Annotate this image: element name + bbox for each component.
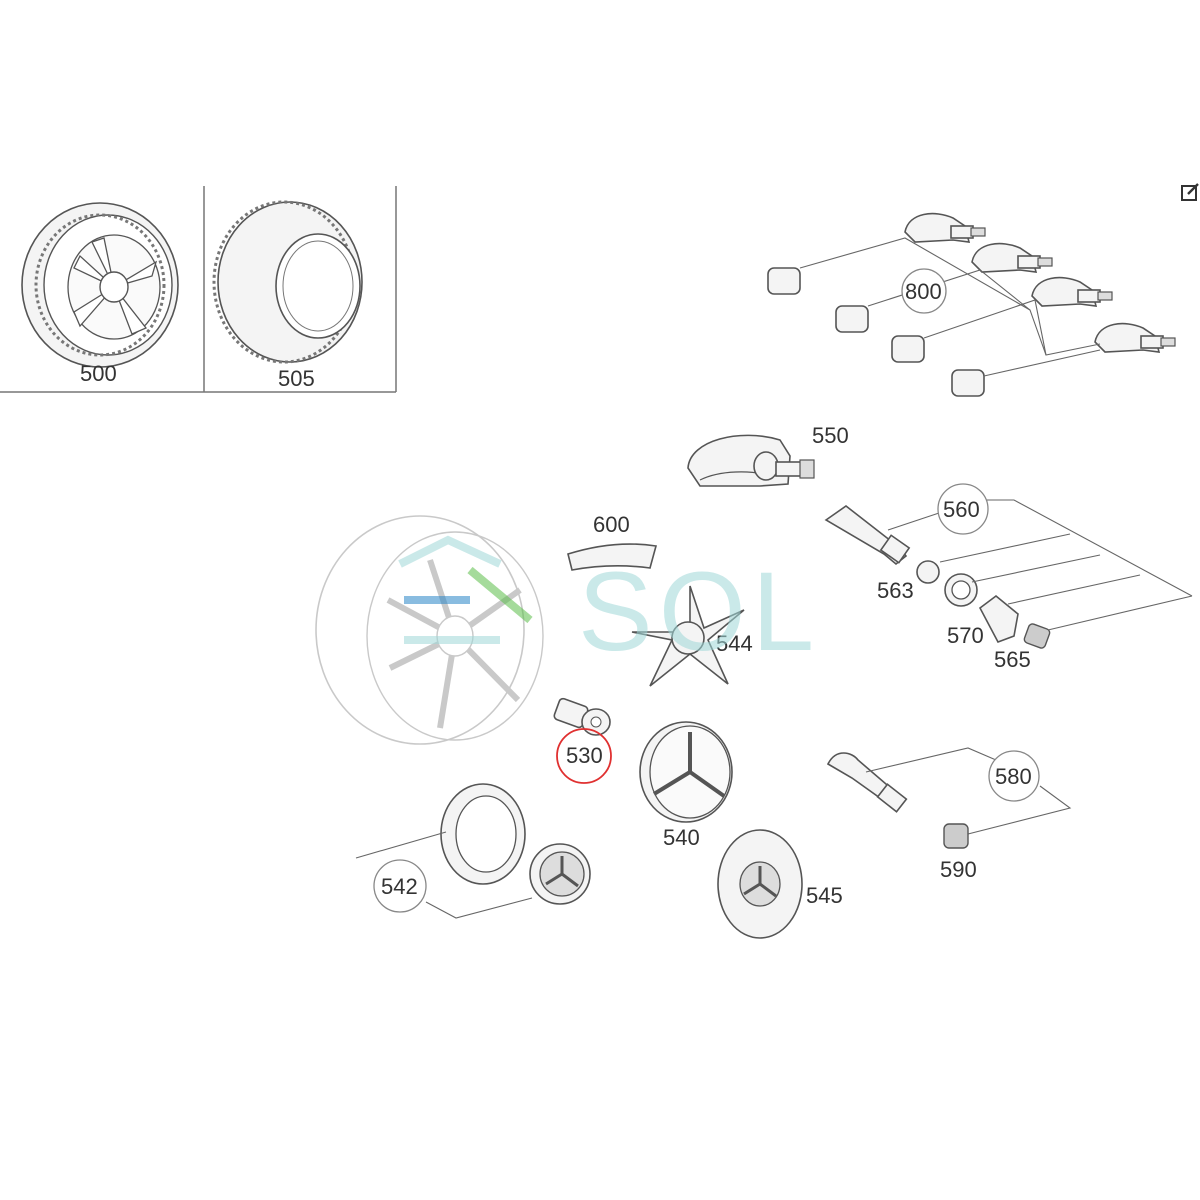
- bolt-530[interactable]: [553, 697, 612, 784]
- tpms-sensor-550[interactable]: [687, 434, 815, 487]
- valve-group-560[interactable]: [824, 483, 1193, 649]
- part-label-800: 800: [905, 279, 942, 304]
- valve-580[interactable]: [826, 747, 1072, 835]
- cap-set-542[interactable]: [355, 783, 591, 919]
- wheel-panel: [0, 186, 397, 393]
- highlight-circle: [556, 728, 612, 784]
- part-label-545: 545: [806, 883, 843, 908]
- part-label-500: 500: [80, 361, 117, 386]
- valve-cap-590[interactable]: [943, 823, 969, 849]
- part-label-580: 580: [995, 764, 1032, 789]
- hub-cap-540[interactable]: [639, 721, 733, 823]
- cap-disc-545[interactable]: [717, 829, 803, 939]
- part-label-565: 565: [994, 647, 1031, 672]
- tpms-kit-800[interactable]: [767, 212, 1176, 397]
- part-label-600: 600: [593, 512, 630, 537]
- part-label-563: 563: [877, 578, 914, 603]
- part-label-505: 505: [278, 366, 315, 391]
- part-label-540: 540: [663, 825, 700, 850]
- part-label-570: 570: [947, 623, 984, 648]
- complete-wheel-500[interactable]: [21, 202, 179, 368]
- balance-weight-600[interactable]: [567, 543, 658, 571]
- external-link-icon[interactable]: [1181, 183, 1199, 201]
- part-label-590: 590: [940, 857, 977, 882]
- star-insert-544[interactable]: [631, 585, 745, 687]
- part-label-530: 530: [566, 743, 603, 768]
- watermark-text: SOL: [578, 549, 820, 674]
- tire-505[interactable]: [212, 200, 363, 364]
- part-label-542: 542: [381, 874, 418, 899]
- part-label-560: 560: [943, 497, 980, 522]
- watermark: SOL: [398, 535, 820, 674]
- part-label-544: 544: [716, 631, 753, 656]
- part-label-550: 550: [812, 423, 849, 448]
